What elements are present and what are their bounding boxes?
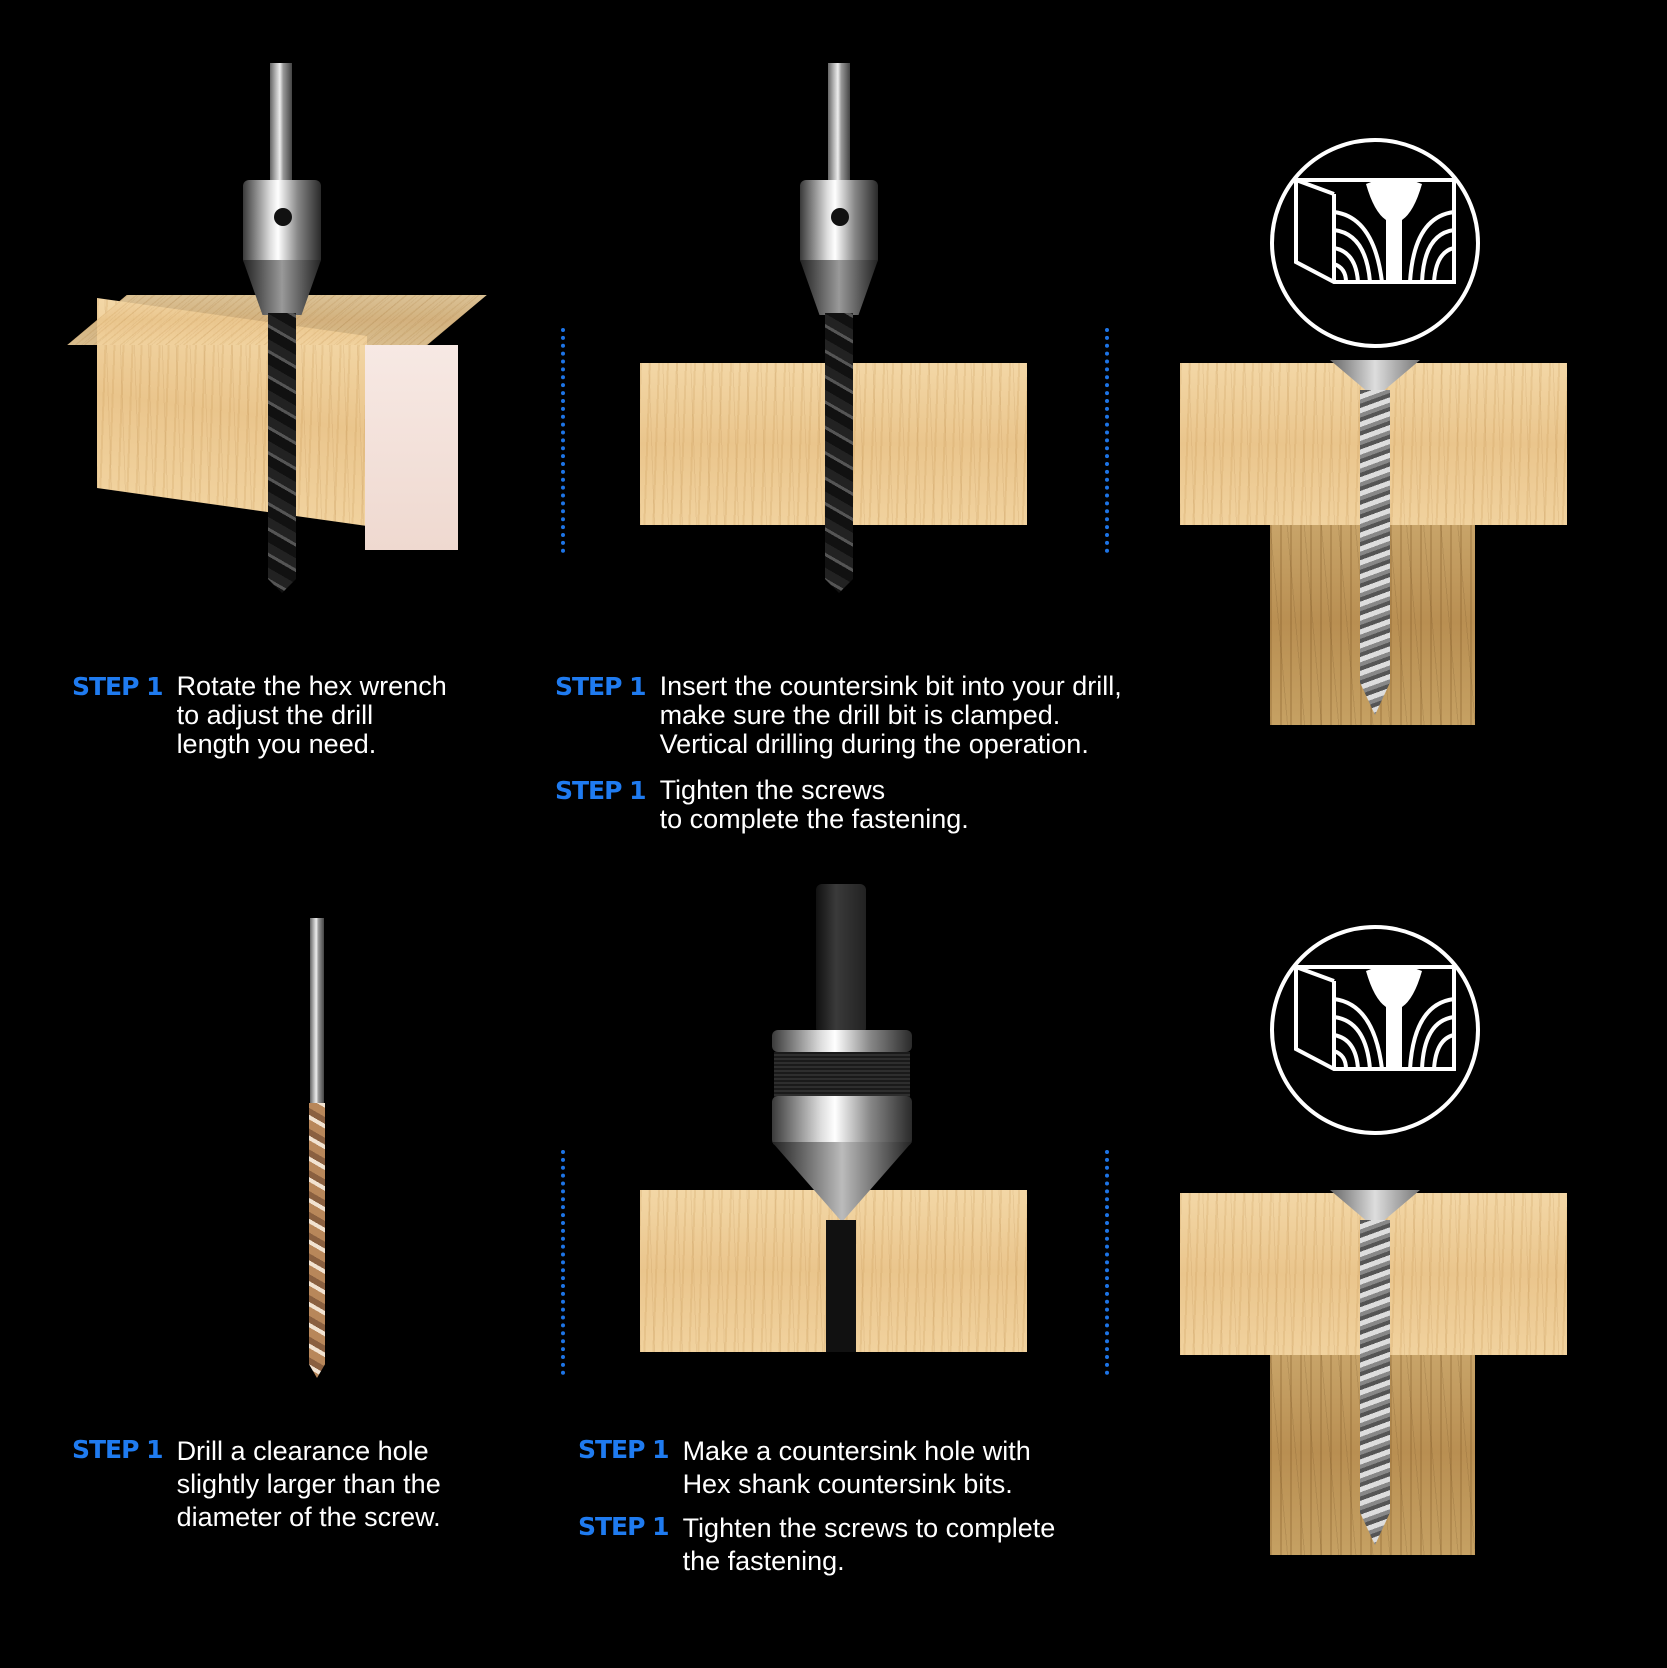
step-text: Tighten the screws to complete the faste… xyxy=(682,1513,1056,1576)
collar-ring xyxy=(772,1030,912,1052)
dotted-divider xyxy=(1105,1150,1109,1375)
row1-panel1-illustration xyxy=(67,55,490,635)
countersink-body xyxy=(772,1096,912,1146)
countersink-cutter xyxy=(800,260,878,315)
pilot-drill xyxy=(826,1220,856,1352)
step-item: STEP 1 Drill a clearance hole slightly l… xyxy=(72,1435,441,1534)
step-item: STEP 1 Tighten the screws to complete th… xyxy=(578,1512,1055,1578)
screw-thread xyxy=(1360,1220,1390,1545)
step-text: Rotate the hex wrench to adjust the dril… xyxy=(176,671,447,759)
hex-screw-hole xyxy=(831,208,849,226)
hex-screw-hole xyxy=(274,208,292,226)
wood-block-end xyxy=(365,345,458,550)
row2-panel3-illustration xyxy=(1180,1190,1570,1560)
step-label: STEP 1 xyxy=(72,1435,164,1464)
step-text: Make a countersink hole with Hex shank c… xyxy=(682,1436,1031,1499)
drill-bit-flutes xyxy=(825,313,853,593)
wood-cross-section-icon xyxy=(1294,178,1456,284)
step-label: STEP 1 xyxy=(578,1435,670,1464)
row2-panel1-illustration xyxy=(300,918,340,1388)
dotted-divider xyxy=(561,328,565,553)
step-item: STEP 1 Tighten the screws to complete th… xyxy=(555,776,969,834)
countersunk-hole-cross-section-icon xyxy=(1270,925,1480,1135)
drill-bit-shank xyxy=(310,918,324,1108)
row1-panel2-illustration xyxy=(640,60,1030,635)
step-label: STEP 1 xyxy=(555,672,647,701)
hex-shank xyxy=(816,884,866,1034)
drill-bit-flutes xyxy=(268,313,296,593)
dotted-divider xyxy=(561,1150,565,1375)
dotted-divider xyxy=(1105,328,1109,553)
step-item: STEP 1 Make a countersink hole with Hex … xyxy=(578,1435,1031,1501)
drill-shank xyxy=(828,63,850,183)
step-label: STEP 1 xyxy=(578,1512,670,1541)
step-text: Drill a clearance hole slightly larger t… xyxy=(176,1436,441,1532)
wood-cross-section-icon xyxy=(1294,965,1456,1071)
drill-shank xyxy=(270,63,292,183)
screw-thread xyxy=(1360,390,1390,715)
step-item: STEP 1 Rotate the hex wrench to adjust t… xyxy=(72,672,447,759)
step-label: STEP 1 xyxy=(72,672,164,701)
step-label: STEP 1 xyxy=(555,776,647,805)
depth-stop-knurl xyxy=(774,1052,910,1098)
step-text: Tighten the screws to complete the faste… xyxy=(659,775,969,834)
step-item: STEP 1 Insert the countersink bit into y… xyxy=(555,672,1122,759)
countersunk-hole-cross-section-icon xyxy=(1270,138,1480,348)
drill-bit-flutes xyxy=(309,1103,325,1378)
row2-panel2-illustration xyxy=(640,880,1030,1360)
step-text: Insert the countersink bit into your dri… xyxy=(659,671,1122,759)
row1-panel3-illustration xyxy=(1180,360,1570,730)
